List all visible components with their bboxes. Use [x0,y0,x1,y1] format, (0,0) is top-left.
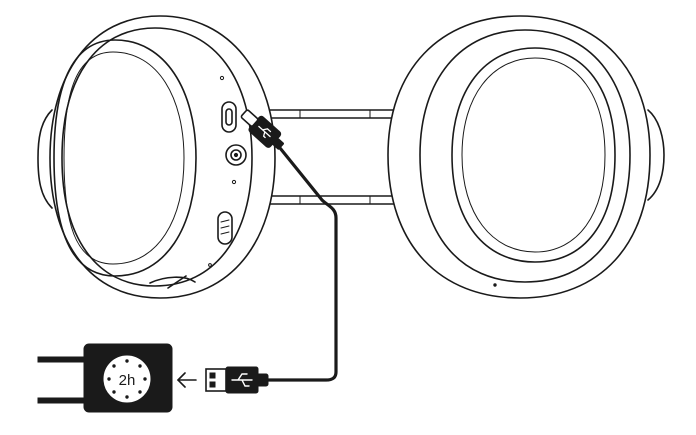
left-earcup-controls [149,75,247,289]
wall-charger-icon: 2h [37,343,173,413]
timer-dial-ticks [107,359,147,399]
usb-icon [231,373,253,387]
left-earcup [37,15,276,299]
headband [261,109,411,205]
charging-cable [264,146,338,382]
usb-icon [258,125,272,139]
usb-a-connector [205,366,269,394]
right-earcup [387,15,665,299]
charge-time-label: 2h [119,372,136,389]
usb-c-connector [240,109,284,150]
left-arrow-icon [177,372,197,388]
